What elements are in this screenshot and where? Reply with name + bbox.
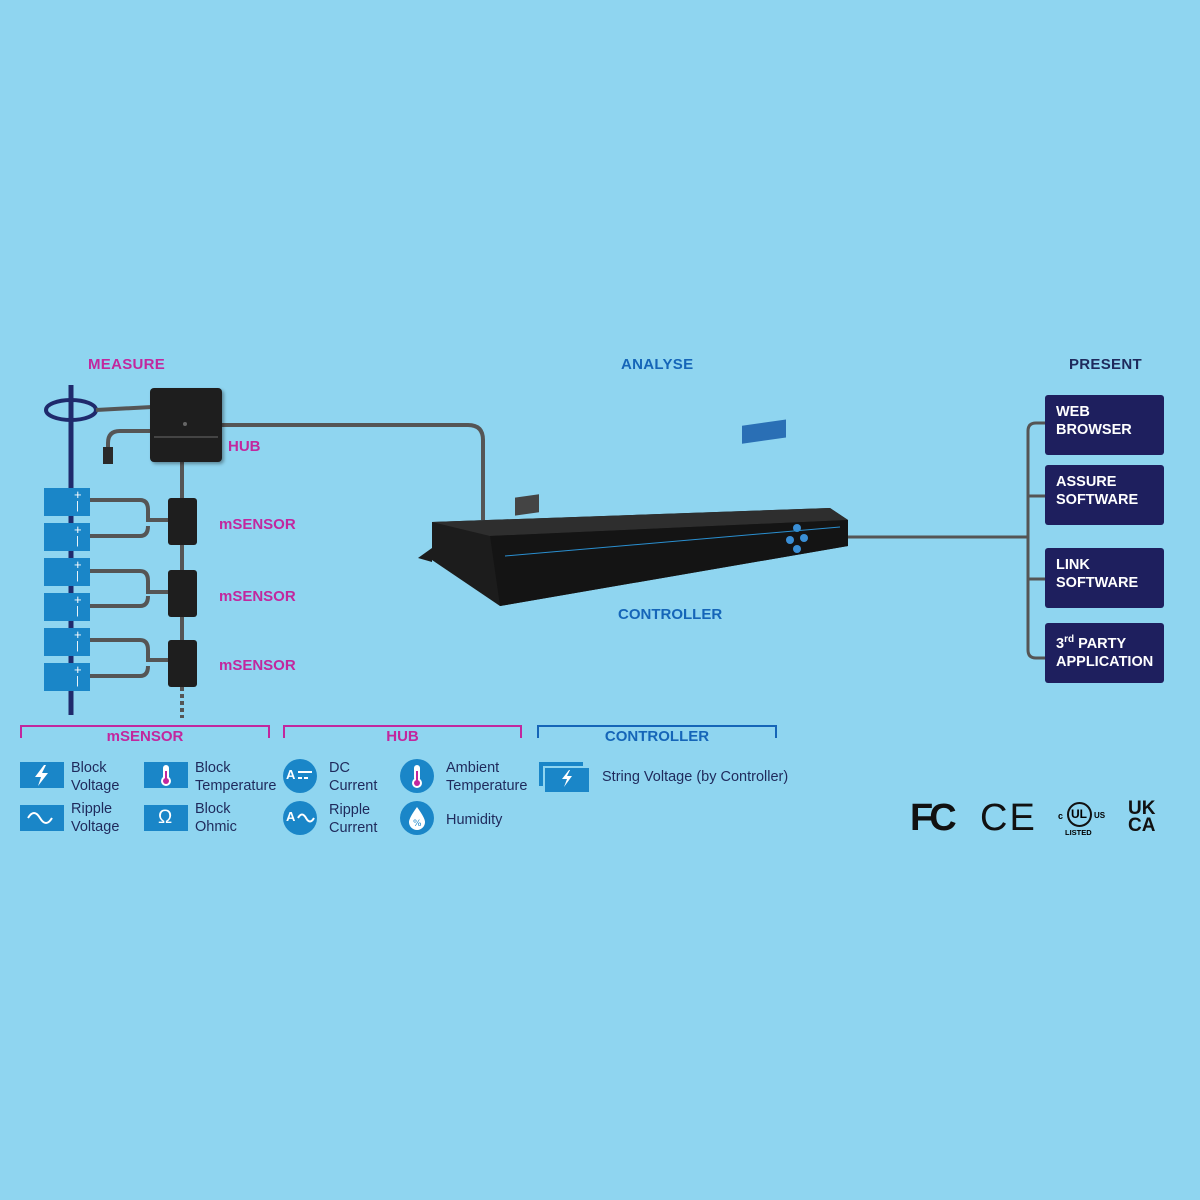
thermometer-icon bbox=[400, 759, 434, 793]
measure-header: MEASURE bbox=[88, 356, 166, 373]
humidity-text: Humidity bbox=[446, 812, 503, 828]
battery-block: +| bbox=[44, 557, 90, 586]
ce-logo: CE bbox=[980, 797, 1037, 839]
present-header: PRESENT bbox=[1069, 356, 1142, 373]
msensor-label: mSENSOR bbox=[219, 657, 296, 674]
analyse-header: ANALYSE bbox=[621, 356, 694, 373]
legend-hub-title: HUB bbox=[386, 728, 419, 745]
humidity-drop-icon: % bbox=[400, 801, 434, 835]
hub-device bbox=[150, 388, 222, 462]
dc-current-icon: A bbox=[283, 759, 317, 793]
svg-text:%: % bbox=[413, 819, 422, 829]
fcc-logo: FC bbox=[910, 797, 957, 839]
temperature-probe bbox=[103, 447, 113, 464]
sine-wave-battery-icon bbox=[20, 805, 64, 831]
battery-block: +| bbox=[44, 522, 90, 551]
legend-controller-title: CONTROLLER bbox=[604, 728, 710, 745]
msensor-label: mSENSOR bbox=[219, 516, 296, 533]
string-voltage-text: String Voltage (by Controller) bbox=[602, 769, 789, 785]
msensor-device bbox=[168, 570, 197, 617]
ohm-battery-icon: Ω bbox=[144, 805, 188, 831]
lcd-display bbox=[742, 419, 786, 444]
thermometer-battery-icon bbox=[144, 762, 188, 788]
lightning-battery-icon bbox=[20, 762, 64, 788]
controller-label: CONTROLLER bbox=[618, 606, 723, 623]
ethernet-port bbox=[515, 494, 539, 516]
hub-label: HUB bbox=[228, 438, 261, 455]
ac-ripple-current-icon: A bbox=[283, 801, 317, 835]
third-party-application-box: 3rd PARTY APPLICATION bbox=[1045, 623, 1164, 683]
battery-block: +| bbox=[44, 627, 90, 656]
battery-block: +| bbox=[44, 592, 90, 621]
ul-listed-logo: c UL US LISTED bbox=[1058, 800, 1110, 840]
msensor-device bbox=[168, 498, 197, 545]
msensor-device bbox=[168, 640, 197, 687]
ukca-logo: UK CA bbox=[1128, 798, 1156, 836]
msensor-label: mSENSOR bbox=[219, 588, 296, 605]
battery-block: +| bbox=[44, 662, 90, 691]
battery-block: +| bbox=[44, 487, 90, 516]
string-battery-icon bbox=[537, 760, 591, 794]
legend-msensor-title: mSENSOR bbox=[106, 728, 184, 745]
